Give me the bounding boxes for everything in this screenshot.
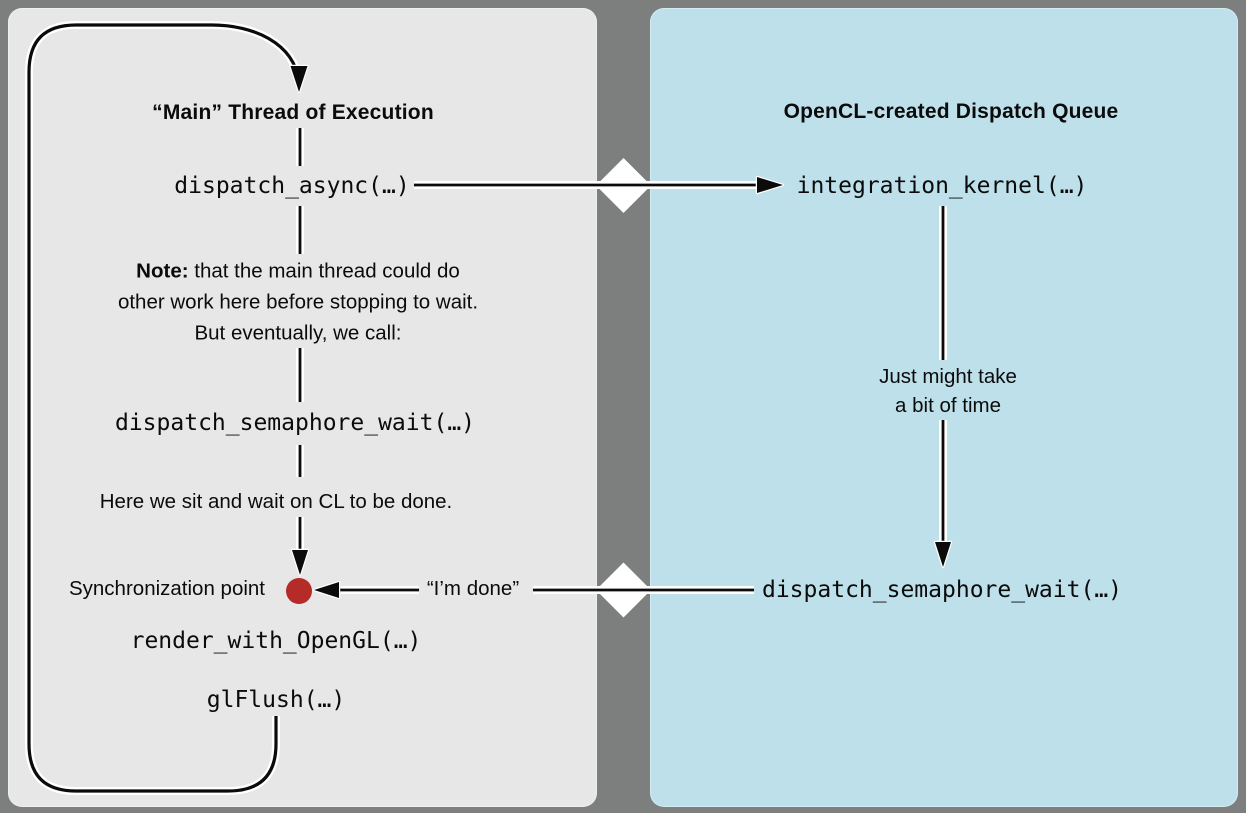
arrowhead-right-icon — [755, 175, 785, 195]
dispatch-async-call: dispatch_async(…) — [174, 173, 410, 199]
time-line2: a bit of time — [895, 394, 1001, 417]
time-caption: Just might take a bit of time — [838, 362, 1058, 420]
render-with-opengl-call: render_with_OpenGL(…) — [130, 628, 422, 654]
integration-kernel-call: integration_kernel(…) — [796, 173, 1088, 199]
arrowhead-down-icon — [289, 64, 309, 94]
dispatch-semaphore-wait-call-queue: dispatch_semaphore_wait(…) — [761, 577, 1123, 603]
main-thread-spine — [290, 128, 310, 577]
glflush-call: glFlush(…) — [206, 687, 346, 713]
note-text: Note: that the main thread could do othe… — [83, 256, 513, 349]
arrowhead-down-icon — [290, 548, 310, 577]
dispatch-queue-panel — [650, 8, 1238, 807]
arrowhead-left-icon — [312, 580, 341, 600]
dispatch-async-arrow — [414, 175, 785, 195]
note-line2: other work here before stopping to wait. — [117, 290, 479, 314]
note-line1: that the main thread could do — [188, 259, 460, 283]
arrowhead-down-icon — [933, 540, 953, 569]
dispatch-queue-spine — [933, 206, 953, 569]
im-done-arrow — [312, 580, 754, 600]
im-done-label: “I’m done” — [426, 577, 520, 600]
main-thread-loop-arrow — [25, 21, 309, 795]
time-line1: Just might take — [879, 365, 1017, 388]
main-thread-title: “Main” Thread of Execution — [152, 101, 434, 124]
synchronization-point-label: Synchronization point — [68, 577, 265, 600]
note-line3: But eventually, we call: — [194, 321, 402, 345]
synchronization-point-dot — [286, 578, 312, 604]
note-label: Note: — [136, 259, 189, 283]
dispatch-queue-title: OpenCL-created Dispatch Queue — [783, 100, 1119, 123]
wait-caption: Here we sit and wait on CL to be done. — [99, 490, 453, 513]
dispatch-semaphore-wait-call-main: dispatch_semaphore_wait(…) — [114, 410, 476, 436]
